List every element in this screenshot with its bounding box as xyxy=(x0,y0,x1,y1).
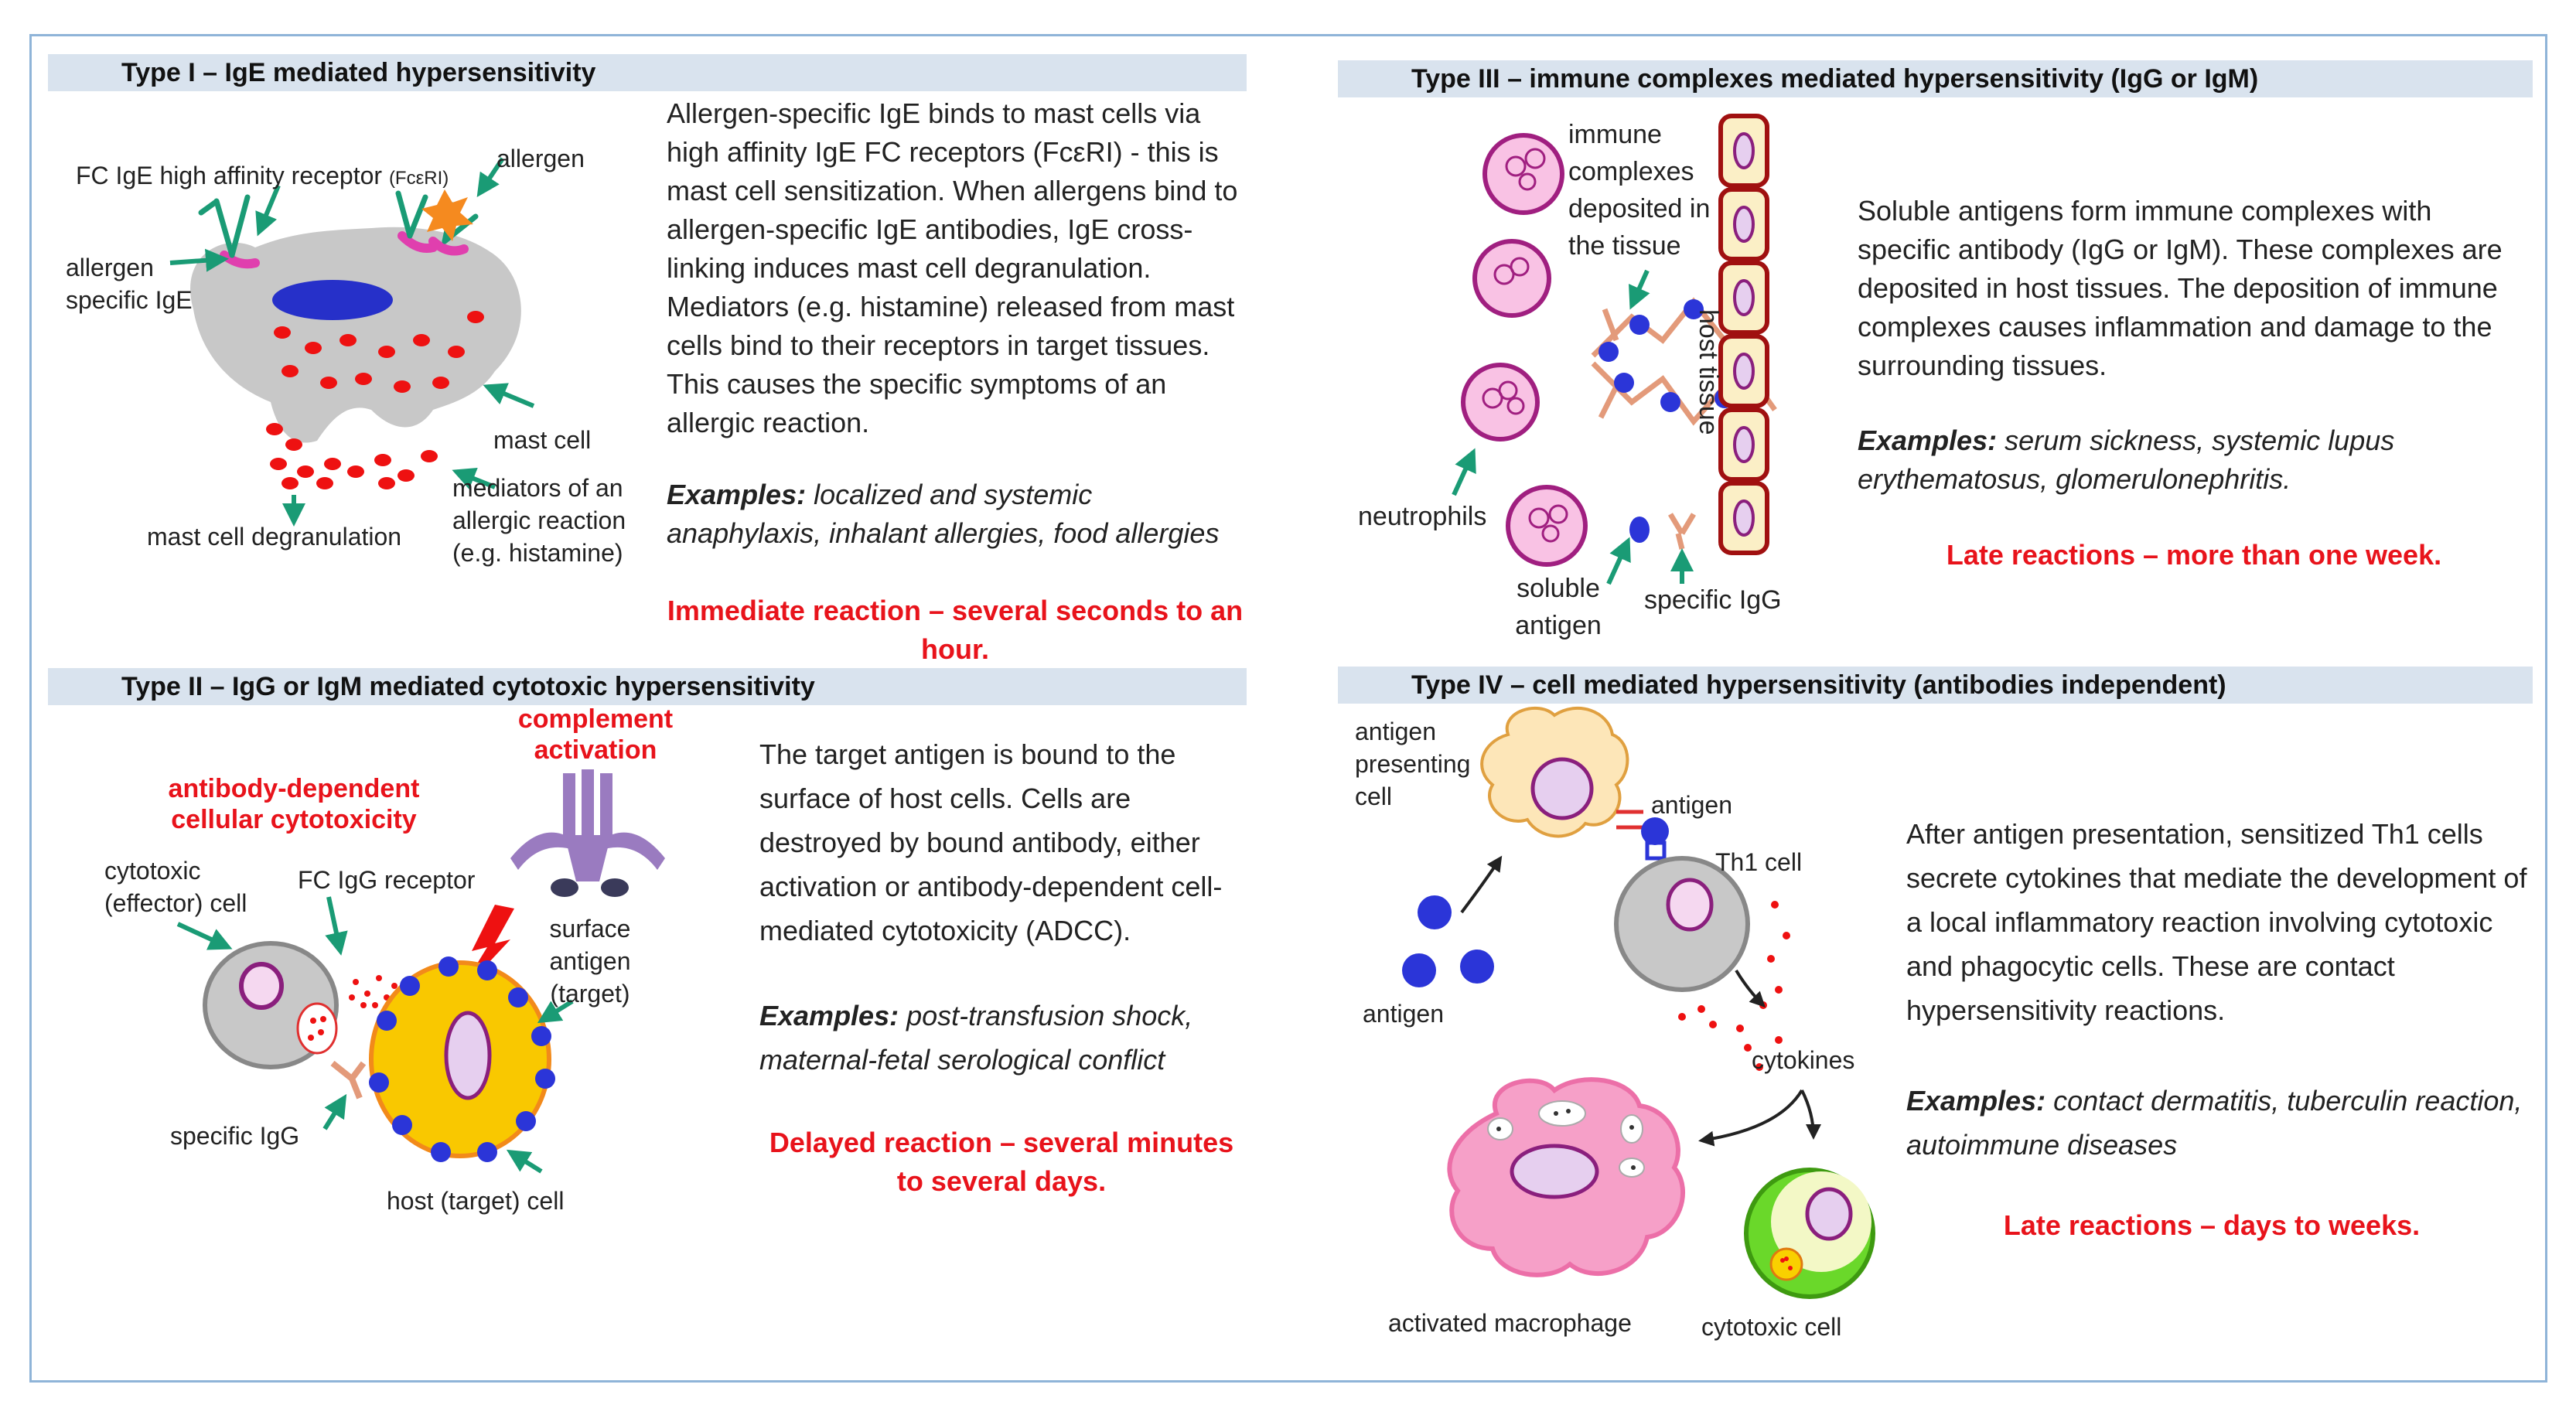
type3-description: Soluble antigens form immune complexes w… xyxy=(1858,195,2503,381)
mast-cell-granules xyxy=(266,311,484,489)
allergen-label: allergen xyxy=(496,145,585,172)
mast-cell-body xyxy=(190,227,521,443)
surface-antigen-label: surface antigen (target) xyxy=(549,915,631,1008)
cytokines-label: cytokines xyxy=(1752,1046,1855,1074)
type4-description: After antigen presentation, sensitized T… xyxy=(1906,818,2527,1026)
soluble-antigen-label: soluble antigen xyxy=(1515,574,1602,640)
type1-examples: Examples: localized and systemic anaphyl… xyxy=(667,479,1220,549)
degranulation-label: mast cell degranulation xyxy=(147,523,402,551)
cytotoxic-cell-label: cytotoxic cell xyxy=(1701,1313,1842,1341)
complement-complex xyxy=(510,769,665,881)
type2-timing: Delayed reaction – several minutes to se… xyxy=(769,1127,1234,1197)
type3-timing: Late reactions – more than one week. xyxy=(1946,539,2442,571)
type1-description: Allergen-specific IgE binds to mast cell… xyxy=(667,97,1238,438)
type4-examples: Examples: contact dermatitis, tuberculin… xyxy=(1906,1085,2523,1161)
type2-header: Type II – IgG or IgM mediated cytotoxic … xyxy=(48,668,1247,705)
antigen-top-label: antigen xyxy=(1651,791,1732,819)
type3-header: Type III – immune complexes mediated hyp… xyxy=(1338,60,2533,97)
mediators-label: mediators of an allergic reaction (e.g. … xyxy=(452,474,626,567)
allergen-star xyxy=(421,189,473,241)
immune-complexes-label: immune complexes deposited in the tissue xyxy=(1568,120,1711,261)
type1-timing: Immediate reaction – several seconds to … xyxy=(667,595,1244,665)
neutrophils-label: neutrophils xyxy=(1358,502,1487,531)
specific-igg-label-2: specific IgG xyxy=(170,1122,300,1150)
complement-activation-label: complement activation xyxy=(517,704,674,765)
specific-igg-label-3: specific IgG xyxy=(1644,585,1782,615)
th1-cell-label: Th1 cell xyxy=(1715,848,1803,876)
type4-header: Type IV – cell mediated hypersensitivity… xyxy=(1338,667,2533,704)
type2-description: The target antigen is bound to the surfa… xyxy=(759,738,1223,946)
cytotoxic-effector-label: cytotoxic (effector) cell xyxy=(104,857,247,917)
type2-examples: Examples: post-transfusion shock, matern… xyxy=(759,1000,1193,1076)
mast-cell-label: mast cell xyxy=(493,426,592,454)
mast-cell-nucleus xyxy=(272,280,393,320)
type4-timing: Late reactions – days to weeks. xyxy=(2003,1209,2421,1241)
fc-ige-receptor-label: FC IgE high affinity receptor (FcεRI) xyxy=(76,162,449,189)
activated-macrophage-label: activated macrophage xyxy=(1388,1309,1632,1337)
host-target-cell-label: host (target) cell xyxy=(387,1187,565,1215)
type3-examples: Examples: serum sickness, systemic lupus… xyxy=(1858,424,2395,495)
adcc-label: antibody-dependent cellular cytotoxicity xyxy=(168,774,420,834)
antigen-left-label: antigen xyxy=(1363,1000,1444,1028)
figure-frame xyxy=(29,34,2547,1383)
apc-label: antigen presenting cell xyxy=(1355,718,1471,810)
allergen-specific-ige-label: allergen specific IgE xyxy=(66,254,193,314)
fc-igg-receptor-label: FC IgG receptor xyxy=(298,866,476,894)
type1-header: Type I – IgE mediated hypersensitivity xyxy=(48,54,1247,91)
surface-antigens xyxy=(369,956,555,1162)
